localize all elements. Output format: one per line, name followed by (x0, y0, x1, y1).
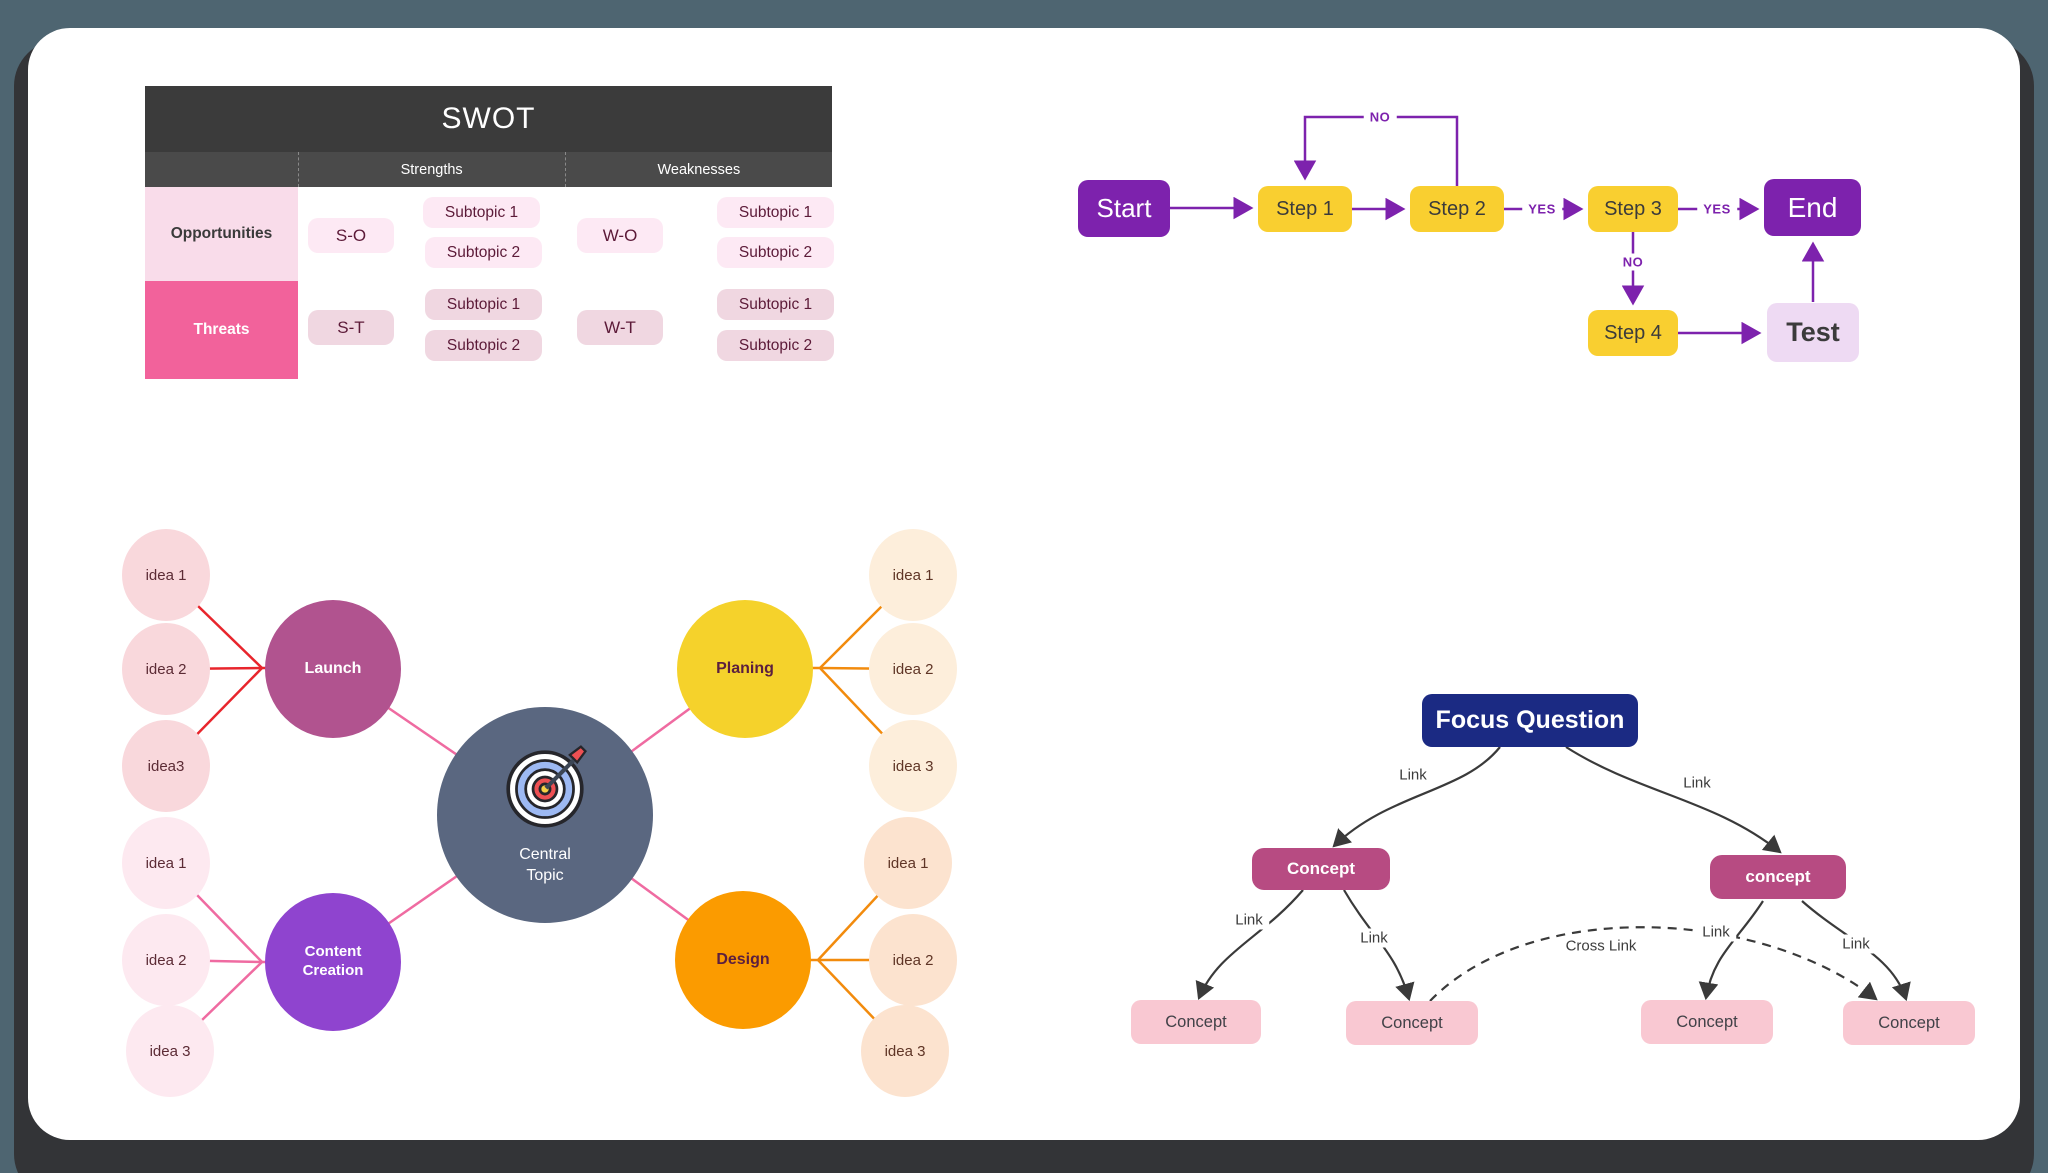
mindmap-branch-content-creation[interactable]: Content Creation (265, 893, 401, 1031)
swot-cell-st-sub2[interactable]: Subtopic 2 (425, 330, 542, 361)
mindmap-idea[interactable]: idea 3 (126, 1005, 214, 1097)
mindmap-central-topic[interactable]: Central Topic (437, 707, 653, 923)
concept-mid-right[interactable]: concept (1710, 855, 1846, 899)
concept-leaf-3[interactable]: Concept (1641, 1000, 1773, 1044)
swot-cell-so[interactable]: S-O (308, 218, 394, 253)
mindmap-idea[interactable]: idea3 (122, 720, 210, 812)
mindmap-idea[interactable]: idea 2 (122, 623, 210, 715)
mindmap-idea[interactable]: idea 2 (869, 623, 957, 715)
flow-node-test[interactable]: Test (1767, 303, 1859, 362)
concept-leaf-4[interactable]: Concept (1843, 1001, 1975, 1045)
flow-label-no-loop: NO (1363, 108, 1397, 126)
mindmap-branch-design[interactable]: Design (675, 891, 811, 1029)
flow-label-yes2: YES (1697, 200, 1737, 218)
swot-row-threats[interactable]: Threats (145, 281, 298, 379)
flow-node-step1[interactable]: Step 1 (1258, 186, 1352, 232)
swot-cell-st[interactable]: S-T (308, 310, 394, 345)
dartboard-target-icon (506, 745, 587, 828)
link-label: Link (1229, 910, 1269, 930)
mindmap-branch-launch[interactable]: Launch (265, 600, 401, 738)
swot-cell-wt[interactable]: W-T (577, 310, 663, 345)
link-label: Link (1836, 934, 1876, 954)
mindmap-idea[interactable]: idea 2 (869, 914, 957, 1006)
swot-cell-wt-sub1[interactable]: Subtopic 1 (717, 289, 834, 320)
swot-cell-wt-sub2[interactable]: Subtopic 2 (717, 330, 834, 361)
swot-cell-wo-sub2[interactable]: Subtopic 2 (717, 237, 834, 268)
mindmap-idea[interactable]: idea 1 (122, 529, 210, 621)
link-label: Link (1393, 765, 1433, 785)
link-label: Link (1696, 922, 1736, 942)
swot-col-strengths: Strengths (297, 152, 565, 187)
concept-leaf-2[interactable]: Concept (1346, 1001, 1478, 1045)
swot-title: SWOT (145, 86, 832, 152)
swot-table: SWOT Strengths Weaknesses Opportunities … (145, 86, 834, 379)
mindmap-idea[interactable]: idea 1 (122, 817, 210, 909)
cross-link-label: Cross Link (1559, 936, 1643, 956)
branch-label: Content Creation (302, 943, 364, 979)
mindmap-branch-planing[interactable]: Planing (677, 600, 813, 738)
concept-focus-question[interactable]: Focus Question (1422, 694, 1638, 747)
swot-cell-so-sub1[interactable]: Subtopic 1 (423, 197, 540, 228)
concept-leaf-1[interactable]: Concept (1131, 1000, 1261, 1044)
swot-row-opportunities[interactable]: Opportunities (145, 187, 298, 281)
flow-node-start[interactable]: Start (1078, 180, 1170, 237)
mindmap-idea[interactable]: idea 3 (861, 1005, 949, 1097)
mindmap-idea[interactable]: idea 2 (122, 914, 210, 1006)
mindmap-idea[interactable]: idea 3 (869, 720, 957, 812)
swot-cell-so-sub2[interactable]: Subtopic 2 (425, 237, 542, 268)
swot-subheader-row: Strengths Weaknesses (145, 152, 832, 187)
concept-mid-left[interactable]: Concept (1252, 848, 1390, 890)
flow-node-end[interactable]: End (1764, 179, 1861, 236)
flow-node-step4[interactable]: Step 4 (1588, 310, 1678, 356)
swot-col-weaknesses: Weaknesses (564, 152, 832, 187)
central-topic-label: Central Topic (519, 846, 571, 884)
flow-node-step2[interactable]: Step 2 (1410, 186, 1504, 232)
flow-label-yes1: YES (1522, 200, 1562, 218)
swot-corner-cell (145, 152, 298, 187)
flow-node-step3[interactable]: Step 3 (1588, 186, 1678, 232)
swot-cell-st-sub1[interactable]: Subtopic 1 (425, 289, 542, 320)
link-label: Link (1354, 928, 1394, 948)
swot-cell-wo-sub1[interactable]: Subtopic 1 (717, 197, 834, 228)
swot-cell-wo[interactable]: W-O (577, 218, 663, 253)
mindmap-idea[interactable]: idea 1 (869, 529, 957, 621)
mindmap-idea[interactable]: idea 1 (864, 817, 952, 909)
flow-label-no-down: NO (1616, 253, 1650, 271)
link-label: Link (1677, 773, 1717, 793)
